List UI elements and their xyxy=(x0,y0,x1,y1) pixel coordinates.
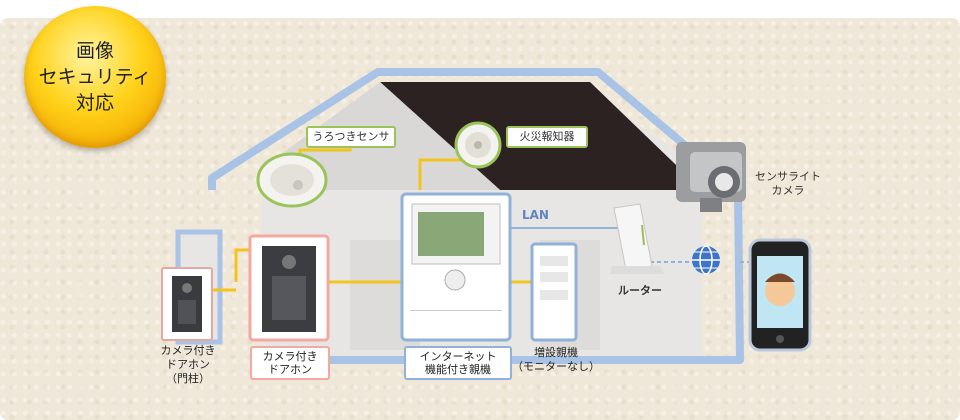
extension-unit-icon xyxy=(530,242,578,342)
gate-door-phone-icon xyxy=(161,267,213,341)
smoke-detector-icon xyxy=(454,121,502,169)
label-sensor-light-camera: センサライト カメラ xyxy=(755,170,821,197)
label-door-phone: カメラ付き ドアホン xyxy=(250,346,330,380)
globe-icon xyxy=(692,245,720,275)
camera-icon xyxy=(676,142,746,212)
label-router: ルーター xyxy=(618,284,662,297)
house-outline xyxy=(208,68,744,364)
label-extension-unit: 増設親機 （モニターなし） xyxy=(512,346,600,373)
badge-line-2: セキュリティ xyxy=(38,66,152,88)
label-motion-sensor: うろつきセンサ xyxy=(306,126,396,148)
door-phone-icon xyxy=(248,234,330,342)
badge-line-1: 画像 xyxy=(75,40,114,62)
security-badge: 画像 セキュリティ 対応 xyxy=(24,6,166,148)
smartphone-icon xyxy=(748,238,812,352)
label-master-unit: インターネット 機能付き親機 xyxy=(404,346,512,380)
badge-line-3: 対応 xyxy=(75,92,114,114)
router-icon xyxy=(610,203,664,274)
label-lan: LAN xyxy=(522,208,549,222)
label-gate-door-phone: カメラ付き ドアホン （門柱） xyxy=(160,344,216,385)
master-unit-icon xyxy=(400,192,512,342)
label-fire-alarm: 火災報知器 xyxy=(506,126,588,148)
motion-sensor-icon xyxy=(256,152,328,208)
